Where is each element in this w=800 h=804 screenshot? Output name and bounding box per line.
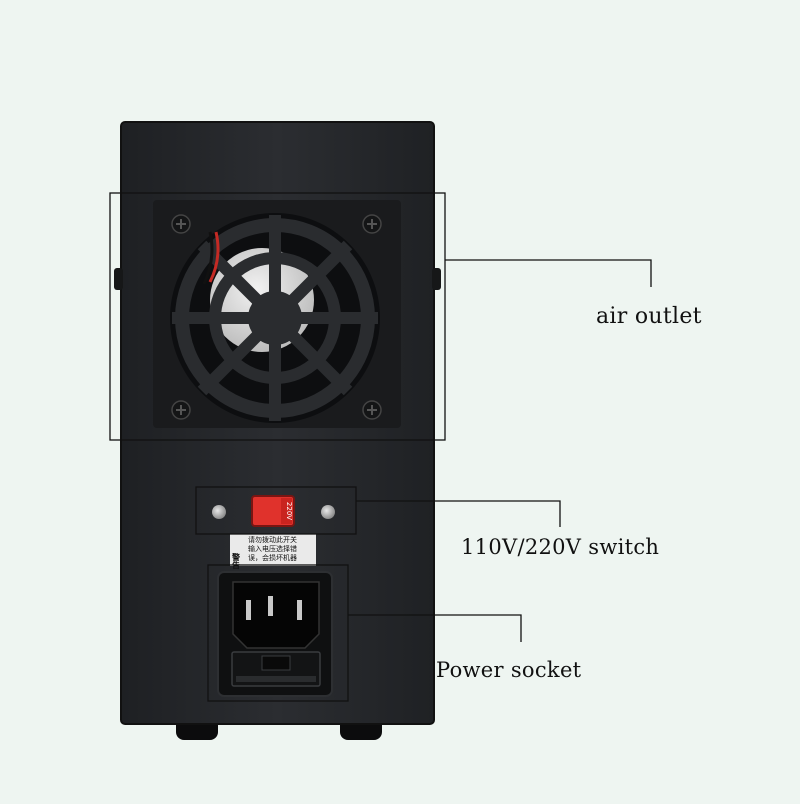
warning-sticker: 警告 请勿拨动此开关 输入电压选择错 误，会损坏机器 (230, 534, 316, 570)
warning-heading: 警告 (232, 552, 241, 570)
side-knob-right (432, 268, 441, 290)
socket-pin-left (268, 596, 273, 616)
air-outlet-label: air outlet (596, 304, 702, 329)
warning-line-1: 请勿拨动此开关 (248, 535, 297, 544)
socket-pin-right (297, 600, 302, 620)
power-socket (217, 571, 333, 697)
switch-marking: 220V (285, 502, 293, 520)
socket-pin-center (246, 600, 251, 620)
voltage-switch-plate: 220V (212, 495, 335, 527)
callout-power-socket (207, 564, 522, 702)
warning-line-3: 误，会损坏机器 (248, 553, 297, 562)
power-socket-label: Power socket (436, 658, 582, 682)
side-knob-left (114, 268, 123, 290)
enclosure-edge (120, 121, 435, 725)
callout-air-outlet (109, 192, 652, 441)
fan-grille (153, 200, 401, 428)
voltage-switch-label: 110V/220V switch (461, 535, 660, 559)
warning-line-2: 输入电压选择错 (248, 544, 297, 553)
callout-voltage-switch (195, 486, 561, 535)
